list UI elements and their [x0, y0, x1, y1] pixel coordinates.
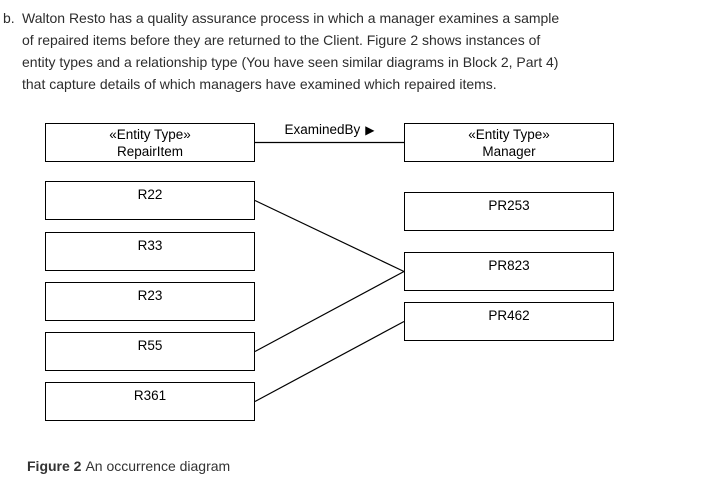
instance-box-r23: R23	[45, 282, 255, 321]
question-line: of repaired items before they are return…	[22, 32, 541, 48]
instance-box-r22: R22	[45, 181, 255, 220]
relationship-name: ExaminedBy	[284, 122, 361, 137]
connector-R22-PR823	[254, 199, 405, 273]
relationship-label: ExaminedBy ▶	[255, 122, 404, 137]
figure-caption-text: An occurrence diagram	[85, 458, 231, 474]
arrow-right-icon: ▶	[365, 123, 375, 137]
instance-box-r33: R33	[45, 232, 255, 271]
instance-box-pr462: PR462	[404, 302, 614, 341]
figure-caption-label: Figure 2	[27, 458, 82, 474]
question-line: entity types and a relationship type (Yo…	[22, 54, 559, 70]
entity-type-box-repairitem: «Entity Type» RepairItem	[45, 123, 255, 162]
stereotype-label: «Entity Type»	[468, 127, 550, 142]
instance-box-pr823: PR823	[404, 252, 614, 291]
instance-box-pr253: PR253	[404, 192, 614, 231]
connector-R55-PR823	[254, 270, 405, 353]
question-paragraph: b. Walton Resto has a quality assurance …	[3, 7, 603, 95]
entity-type-box-manager: «Entity Type» Manager	[404, 123, 614, 162]
instance-box-r361: R361	[45, 382, 255, 421]
entity-name: Manager	[482, 144, 536, 159]
list-marker: b.	[3, 10, 15, 26]
entity-name: RepairItem	[116, 144, 184, 159]
instance-box-r55: R55	[45, 332, 255, 371]
stereotype-label: «Entity Type»	[109, 127, 191, 142]
connector-R361-PR462	[254, 320, 405, 403]
question-text: Walton Resto has a quality assurance pro…	[22, 7, 603, 95]
question-line: Walton Resto has a quality assurance pro…	[22, 10, 560, 26]
question-line: that capture details of which managers h…	[22, 76, 497, 92]
